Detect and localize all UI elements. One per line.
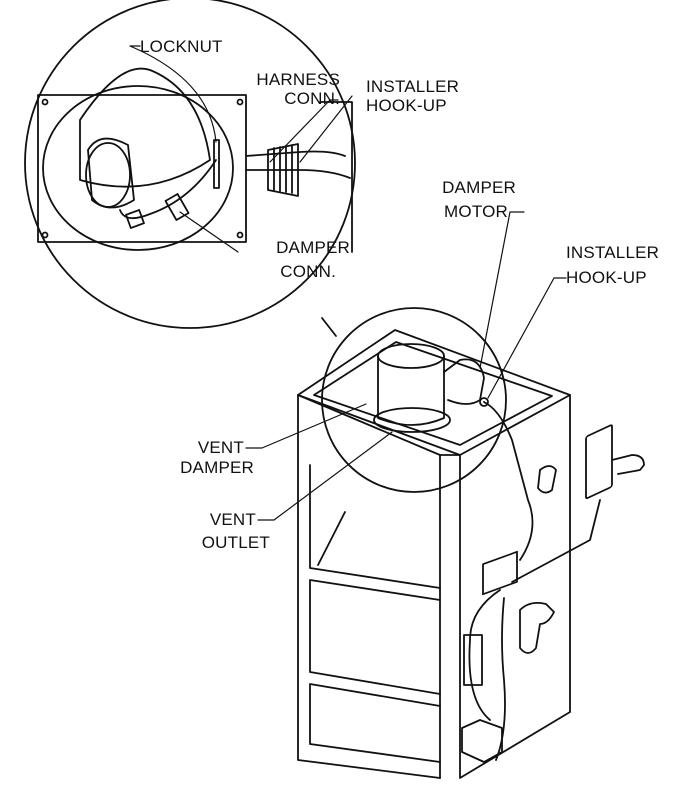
ignition-module	[461, 719, 503, 763]
front-panel-middle	[309, 579, 441, 695]
cabinet-side-face	[459, 394, 571, 779]
installer-hookup-connector	[479, 397, 489, 407]
cabinet-edge-in-circle	[319, 101, 353, 253]
inlet-fitting	[537, 465, 557, 494]
leader-installer-hookup-top	[299, 95, 353, 163]
label-harness-conn-line1: HARNESS	[256, 70, 340, 89]
plate-bolt-tr	[236, 98, 244, 106]
vent-damper-body	[377, 355, 445, 426]
locknut-bracket	[213, 139, 220, 189]
leader-locknut	[129, 45, 217, 143]
damper-motor-housing	[443, 358, 485, 405]
junction-box	[482, 550, 518, 596]
label-damper-conn-line2: CONN.	[280, 262, 336, 281]
side-control-box	[585, 424, 613, 500]
front-panel-upper	[309, 464, 441, 589]
outlet-pipe-right	[611, 454, 645, 475]
damper-conn-plug	[164, 193, 190, 221]
leader-installer-hookup-right	[487, 277, 567, 399]
gland-threads	[273, 144, 293, 194]
damper-harness-wire	[119, 159, 217, 220]
vent-damper-top	[377, 343, 445, 369]
label-installer-hookup-right-line2: HOOK-UP	[566, 268, 647, 287]
lower-wire	[468, 589, 501, 721]
large-detail-circle	[24, 0, 356, 329]
label-installer-hookup-right-line1: INSTALLER	[566, 243, 660, 262]
damper-housing-ring	[42, 85, 234, 251]
label-locknut: LOCKNUT	[140, 37, 223, 56]
vent-damper-detail-small	[321, 307, 507, 493]
front-recess-line	[317, 511, 346, 566]
small-detail-circle	[321, 307, 507, 493]
lower-wire-2	[495, 597, 506, 761]
harness-cable	[245, 150, 346, 157]
leader-damper-motor	[479, 211, 525, 369]
leader-vent-damper	[245, 403, 367, 449]
label-installer-hookup-top-line2: HOOK-UP	[366, 96, 447, 115]
side-panel-label	[463, 634, 483, 686]
gas-valve-assembly	[519, 601, 555, 654]
label-damper-motor-line1: DAMPER	[442, 178, 516, 197]
leader-vent-outlet	[257, 431, 393, 521]
leader-lines	[129, 45, 567, 521]
label-vent-outlet-line1: VENT	[209, 510, 256, 529]
leader-damper-conn	[179, 211, 239, 253]
boiler-cabinet	[297, 329, 645, 779]
label-installer-hookup-top-line1: INSTALLER	[366, 77, 460, 96]
flue-pipe-opening	[85, 142, 131, 208]
mounting-plate	[37, 94, 247, 243]
harness-cable-2	[245, 169, 351, 179]
cabinet-top-inner	[313, 341, 553, 446]
label-damper-conn-line1: DAMPER	[276, 238, 350, 257]
label-vent-damper-line2: DAMPER	[180, 458, 254, 477]
harness-connector-gland	[267, 143, 299, 197]
magnifier-connector	[321, 317, 337, 337]
label-vent-damper-line1: VENT	[197, 438, 244, 457]
control-wire	[511, 499, 601, 583]
label-harness-conn-line2: CONN.	[284, 89, 340, 108]
installer-wire-run	[483, 401, 534, 561]
front-panel-lower	[309, 683, 441, 763]
small-plug	[125, 209, 145, 229]
cabinet-front-face	[297, 394, 441, 779]
vent-outlet-collar	[373, 407, 451, 433]
plate-bolt-br	[236, 231, 244, 239]
label-damper-motor-line2: MOTOR	[444, 202, 508, 221]
label-vent-outlet-line2: OUTLET	[201, 533, 270, 552]
plate-bolt-tl	[41, 98, 49, 106]
plate-bolt-bl	[41, 231, 49, 239]
leader-harness-conn	[269, 99, 339, 163]
harness-detail-large	[24, 0, 356, 329]
